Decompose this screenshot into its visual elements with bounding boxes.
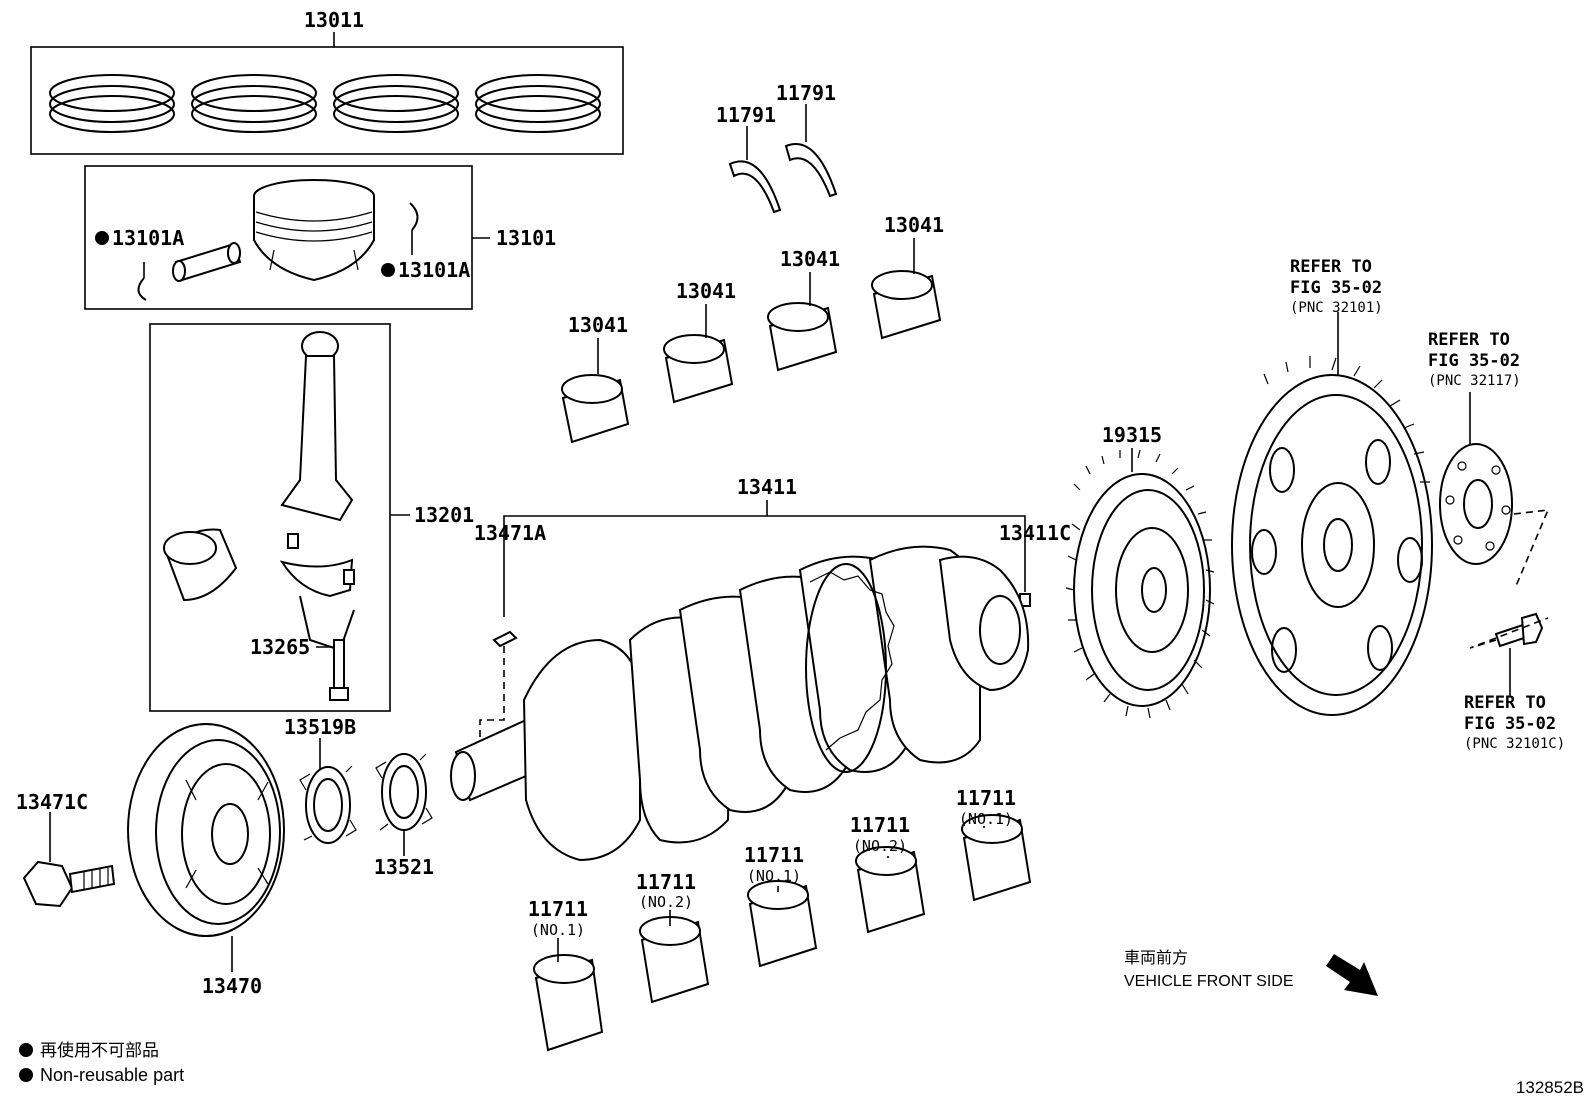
pulley-bolt[interactable]	[22, 812, 116, 908]
reference-32101-line2: FIG 35-02	[1290, 278, 1382, 298]
callout-11711-c-sub: (NO.1)	[747, 867, 801, 885]
figure-id: 132852B	[1516, 1078, 1584, 1097]
connecting-rod-assembly[interactable]	[149, 323, 410, 712]
reference-32117: REFER TO FIG 35-02 (PNC 32117)	[1428, 330, 1521, 389]
callout-13041-b: 13041	[676, 279, 736, 303]
legend-jp: 再使用不可部品	[40, 1040, 159, 1061]
crankshaft-main-bearings[interactable]	[533, 814, 1032, 1052]
crankshaft-position-sensor-plate[interactable]	[1065, 448, 1215, 719]
reference-32101c: REFER TO FIG 35-02 (PNC 32101C)	[1464, 693, 1565, 752]
callout-13041-c: 13041	[780, 247, 840, 271]
legend-en: Non-reusable part	[40, 1065, 184, 1085]
vehicle-front-en: VEHICLE FRONT SIDE	[1124, 973, 1294, 990]
callout-11791-b: 11791	[776, 81, 836, 105]
non-reusable-bullet-icon	[19, 1068, 33, 1082]
callout-13411: 13411	[737, 475, 797, 499]
callout-11711-e: 11711	[956, 786, 1016, 810]
reference-32101c-line3: (PNC 32101C)	[1464, 736, 1565, 752]
crankshaft[interactable]	[450, 500, 1031, 862]
callout-11711-b-sub: (NO.2)	[639, 893, 693, 911]
crankshaft-timing-gear[interactable]	[299, 738, 357, 844]
reference-32101c-line1: REFER TO	[1464, 693, 1546, 713]
vehicle-front-indicator: 車両前方 VEHICLE FRONT SIDE	[1124, 948, 1378, 996]
reference-32117-line3: (PNC 32117)	[1428, 373, 1521, 389]
callout-13519b: 13519B	[284, 715, 356, 739]
callout-11711-c: 11711	[744, 843, 804, 867]
piston-ring-set[interactable]	[30, 32, 624, 155]
callout-13101a-right: 13101A	[398, 258, 470, 282]
reference-32101-line1: REFER TO	[1290, 257, 1372, 277]
callout-11711-e-sub: (NO.1)	[959, 810, 1013, 828]
legend: 再使用不可部品 Non-reusable part	[19, 1040, 184, 1085]
callout-13470: 13470	[202, 974, 262, 998]
drive-plate-reference[interactable]	[1231, 312, 1433, 716]
callout-11711-a: 11711	[528, 897, 588, 921]
callout-19315: 19315	[1102, 423, 1162, 447]
callout-11711-a-sub: (NO.1)	[531, 921, 585, 939]
vehicle-front-jp: 車両前方	[1124, 948, 1188, 967]
callout-13411c: 13411C	[999, 521, 1071, 545]
thrust-washers[interactable]	[728, 104, 838, 214]
callout-13265: 13265	[250, 635, 310, 659]
reference-32101c-line2: FIG 35-02	[1464, 714, 1556, 734]
crankshaft-pulley[interactable]	[127, 723, 285, 972]
callout-13041-a: 13041	[568, 313, 628, 337]
callout-13041-d: 13041	[884, 213, 944, 237]
callout-13521: 13521	[374, 855, 434, 879]
callout-11711-d: 11711	[850, 813, 910, 837]
reference-32117-line1: REFER TO	[1428, 330, 1510, 350]
callout-13101: 13101	[496, 226, 556, 250]
callout-13201: 13201	[414, 503, 474, 527]
reference-32101-line3: (PNC 32101)	[1290, 300, 1383, 316]
callout-13011: 13011	[304, 8, 364, 32]
callout-13471a: 13471A	[474, 521, 546, 545]
callout-11711-b: 11711	[636, 870, 696, 894]
spacer-plate-reference[interactable]	[1439, 392, 1550, 587]
reference-32101: REFER TO FIG 35-02 (PNC 32101)	[1290, 257, 1383, 316]
callout-13471c: 13471C	[16, 790, 88, 814]
crankshaft-sprocket[interactable]	[375, 753, 433, 856]
reference-32117-line2: FIG 35-02	[1428, 351, 1520, 371]
callout-13101a-left: 13101A	[112, 226, 184, 250]
callout-11791-a: 11791	[716, 103, 776, 127]
drive-plate-bolt-reference[interactable]	[1469, 612, 1549, 696]
connecting-rod-bearings[interactable]	[561, 238, 942, 444]
non-reusable-bullet-icon	[19, 1043, 33, 1057]
piston-assembly[interactable]	[84, 165, 490, 310]
callout-11711-d-sub: (NO.2)	[853, 837, 907, 855]
front-arrow-icon	[1326, 954, 1378, 996]
